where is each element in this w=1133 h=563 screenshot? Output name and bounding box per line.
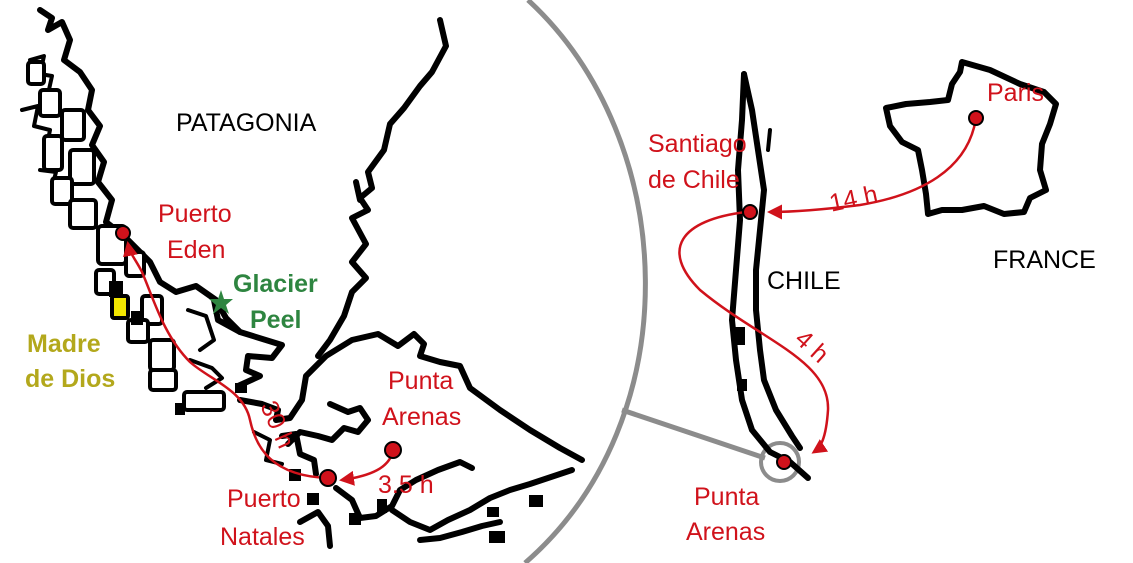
zoom-connector-line	[621, 407, 766, 461]
glacier-label-line2: Peel	[250, 306, 301, 334]
city-marker-santiago[interactable]	[742, 204, 758, 220]
city-marker-punta-arenas-left[interactable]	[384, 441, 402, 459]
route-natales-eden	[123, 241, 329, 480]
madre-label-line1: Madre	[27, 330, 101, 358]
glacier-label-line1: Glacier	[233, 270, 318, 298]
islands	[26, 60, 543, 543]
patagonia-label: PATAGONIA	[176, 109, 317, 137]
duration-paris-santiago: 14 h	[827, 180, 880, 218]
city-marker-puerto-eden[interactable]	[115, 225, 131, 241]
puerto-eden-label-line2: Eden	[167, 236, 225, 264]
duration-punta-arenas-natales: 3.5 h	[378, 471, 434, 499]
punta-arenas-right-label-line2: Arenas	[686, 518, 765, 546]
patagonia-coastline	[20, 7, 585, 549]
punta-arenas-left-label-line1: Punta	[388, 367, 453, 395]
star-icon[interactable]	[209, 290, 233, 314]
duration-santiago-punta-arenas: 4 h	[789, 325, 834, 369]
zoom-circle	[523, 0, 648, 563]
route-paris-santiago	[767, 117, 978, 220]
madre-de-dios-island	[110, 294, 130, 320]
zoom-target-circle	[759, 441, 801, 483]
punta-arenas-right-label-line1: Punta	[694, 483, 759, 511]
santiago-label-line1: Santiago	[648, 130, 747, 158]
duration-natales-eden: 30 h	[254, 397, 299, 453]
france-outline	[883, 59, 1059, 217]
puerto-natales-label-line1: Puerto	[227, 485, 301, 513]
france-label: FRANCE	[993, 246, 1096, 274]
chile-outline	[729, 71, 811, 481]
puerto-natales-label-line2: Natales	[220, 523, 305, 551]
puerto-eden-label-line1: Puerto	[158, 200, 232, 228]
madre-label-line2: de Dios	[25, 365, 115, 393]
city-marker-puerto-natales[interactable]	[319, 469, 337, 487]
chile-label: CHILE	[767, 267, 841, 295]
santiago-label-line2: de Chile	[648, 166, 740, 194]
city-marker-punta-arenas-right[interactable]	[776, 454, 792, 470]
city-marker-paris[interactable]	[968, 110, 984, 126]
route-santiago-punta-arenas	[678, 210, 830, 454]
paris-label: Paris	[987, 79, 1044, 107]
punta-arenas-left-label-line2: Arenas	[382, 403, 461, 431]
